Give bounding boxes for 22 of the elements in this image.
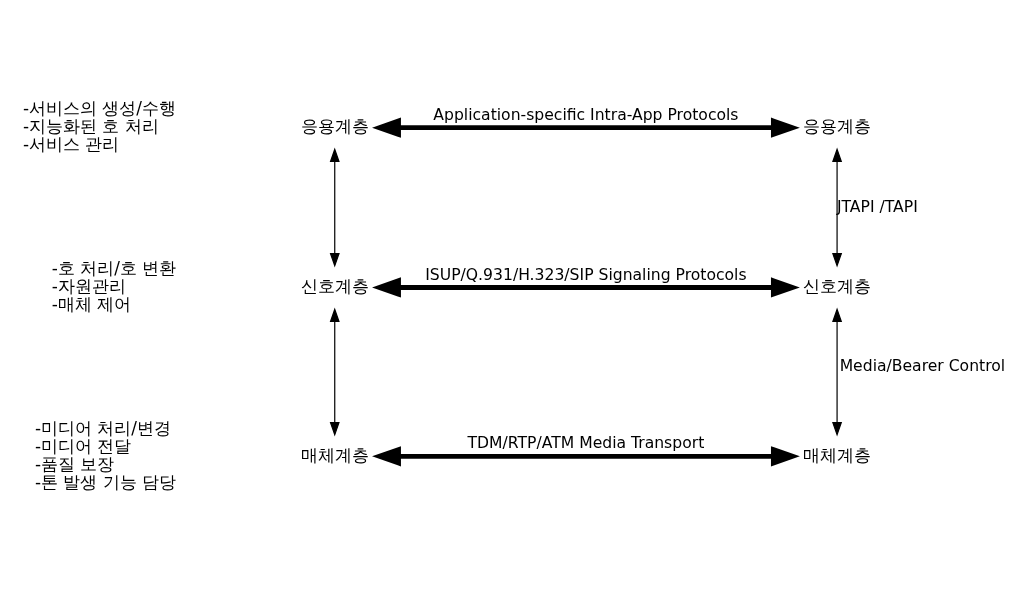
arrow	[329, 307, 340, 437]
arrow	[372, 446, 800, 467]
node-text: 응용계층	[300, 116, 369, 137]
edge-label: TDM/RTP/ATM Media Transport	[467, 434, 705, 453]
node-label: -호 처리/호 변환	[51, 257, 177, 278]
arrow	[832, 147, 843, 268]
edge-label: ISUP/Q.931/H.323/SIP Signaling Protocols	[425, 265, 747, 284]
node-label: -서비스의 생성/수행	[22, 98, 176, 119]
edge-label: Media/Bearer Control	[839, 357, 1006, 376]
arrow	[329, 147, 340, 268]
node-text: 신호계층	[803, 275, 872, 296]
node-label: -미디어 처리/변경	[34, 417, 171, 438]
arrow	[372, 117, 800, 138]
arrow	[372, 277, 800, 298]
node-text: 매체계층	[300, 444, 369, 465]
node-label: -지능화된 호 처리	[22, 116, 159, 137]
node-text: 매체계층	[803, 444, 872, 465]
node-text: 신호계층	[300, 275, 369, 296]
arrow	[832, 307, 843, 437]
node-label: -서비스 관리	[22, 134, 120, 155]
node-text: 응용계층	[803, 116, 872, 137]
edge-label: Application-specific Intra-App Protocols	[433, 105, 739, 124]
